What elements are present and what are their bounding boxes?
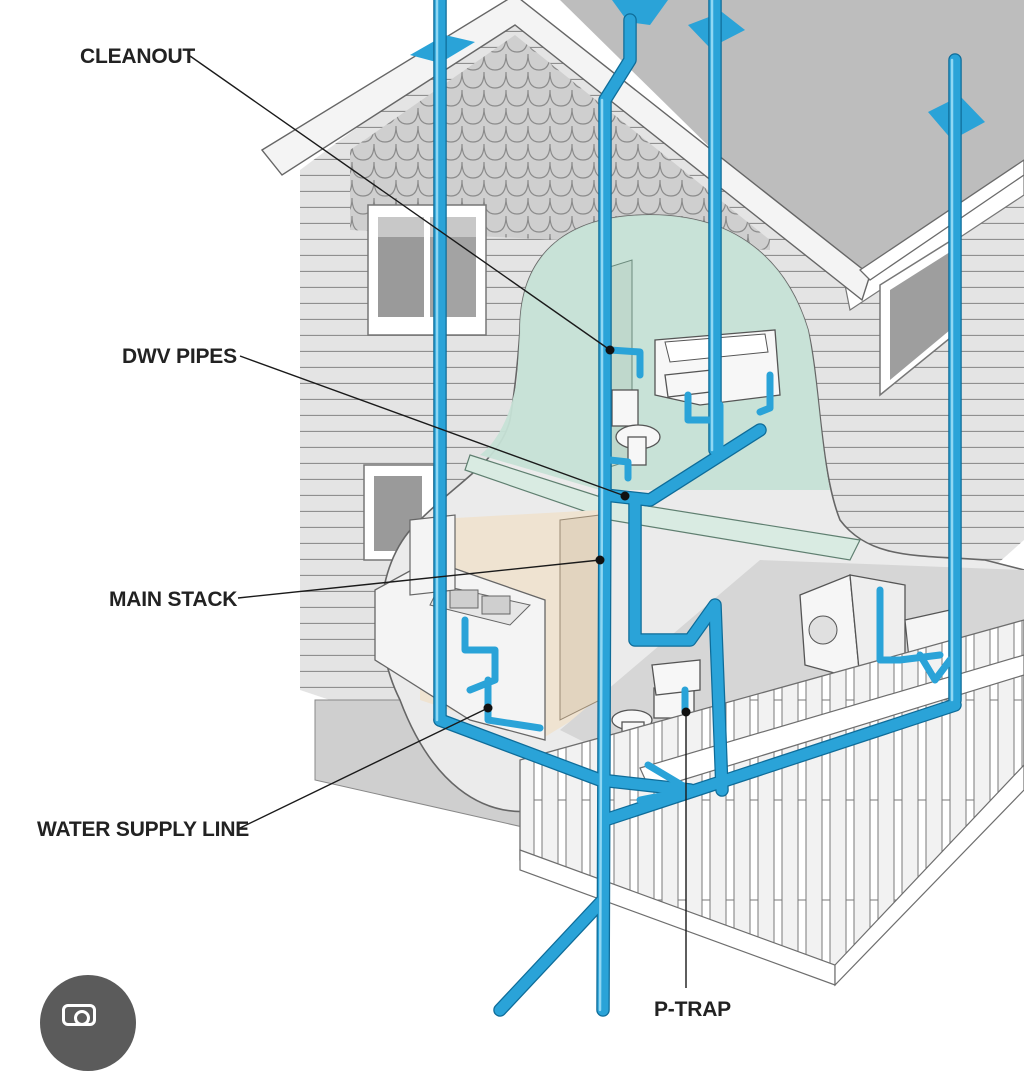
main-stack-pipe [597,14,636,1016]
branch-lower-bath [629,494,728,796]
window-upper-left [367,204,487,336]
plumbing-diagram: CLEANOUT DWV PIPES MAIN STACK WATER SUPP… [37,0,1024,1021]
label-p-trap: P-TRAP [654,998,731,1021]
label-dwv-pipes: DWV PIPES [122,345,237,368]
callouts [189,55,691,988]
dwv-pipes-leader [239,355,626,497]
label-cleanout: CLEANOUT [80,45,195,68]
water-supply-dot [483,703,493,713]
upper-toilet [611,389,661,466]
labels: CLEANOUT DWV PIPES MAIN STACK WATER SUPP… [37,45,731,1021]
camera-icon [62,1004,96,1026]
roof-right [560,0,1024,285]
cleanout-leader [189,55,611,351]
main-stack-dot [595,555,605,565]
water-supply-leader [239,707,489,829]
label-main-stack: MAIN STACK [109,588,237,611]
branch-laundry [599,699,961,826]
main-stack-leader [237,559,601,599]
kitchen-cabinets [374,514,546,741]
sewer-outlet [494,894,609,1016]
gable-shingles [350,35,770,250]
cleanout-dot [605,345,615,355]
plumbing-pipes [410,0,985,1017]
dwv-pipes-dot [620,491,630,501]
p-trap-dot [681,707,691,717]
roof-trim [260,0,871,302]
label-water-supply-line: WATER SUPPLY LINE [37,818,249,841]
